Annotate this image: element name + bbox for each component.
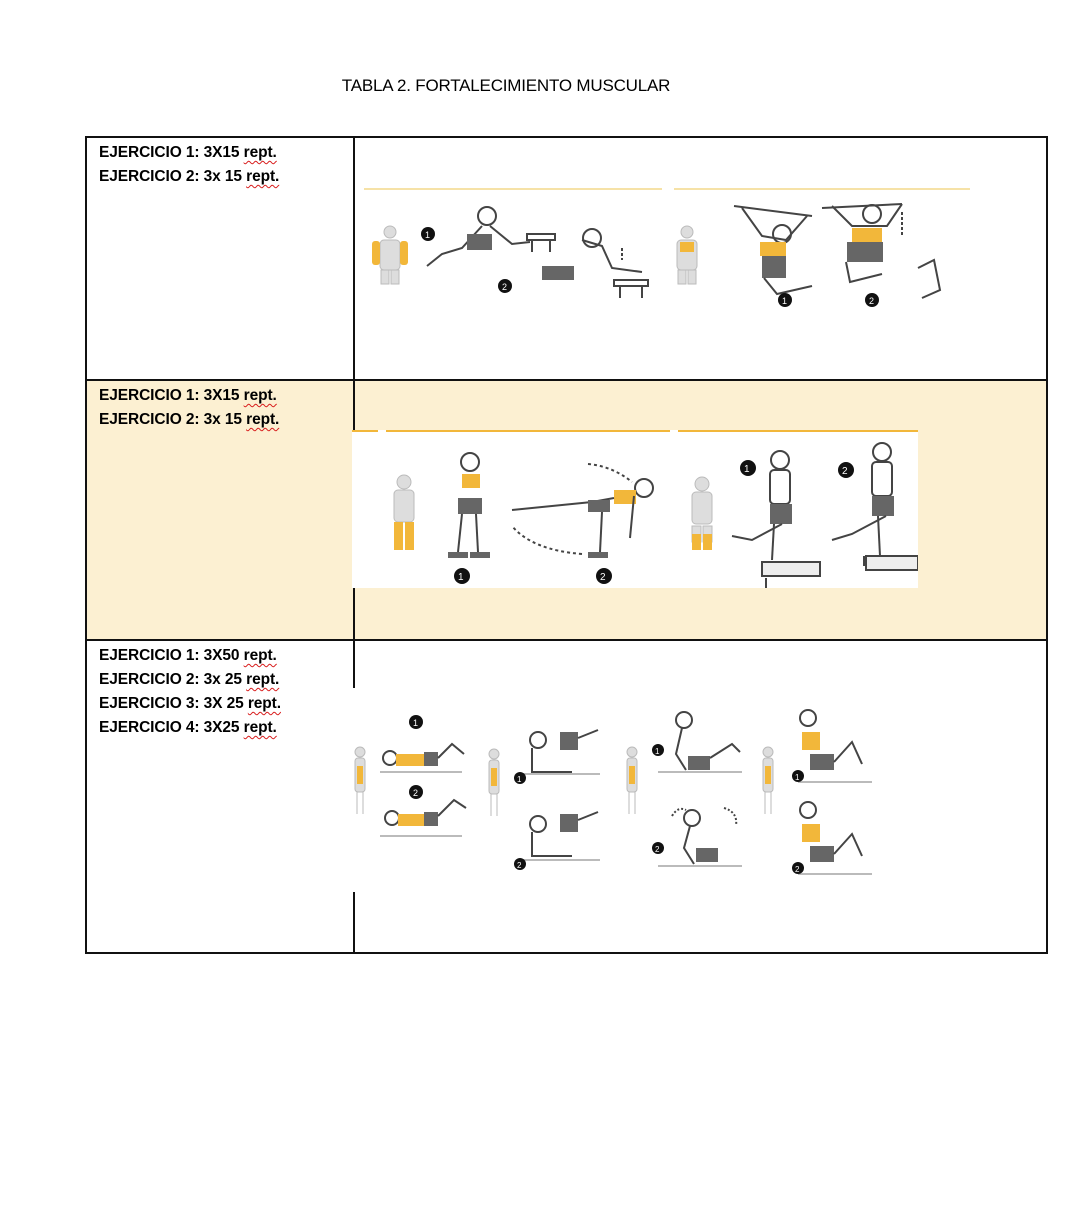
svg-text:1: 1 xyxy=(744,464,750,475)
exercise-illustration-1: 1 2 1 2 xyxy=(362,186,972,312)
muscle-map-icon xyxy=(393,474,415,550)
reps-word: rept. xyxy=(243,387,277,404)
muscle-map-icon xyxy=(762,746,774,814)
exercise-text: EJERCICIO 1: 3X15 xyxy=(99,387,244,404)
svg-text:2: 2 xyxy=(795,865,800,874)
muscle-map-icon xyxy=(691,476,713,550)
exercise-line: EJERCICIO 2: 3x 15 rept. xyxy=(99,165,353,189)
exercise-text: EJERCICIO 1: 3X50 xyxy=(99,647,244,664)
exercise-illustration-2: 1 2 1 2 xyxy=(352,430,918,588)
exercise-text: EJERCICIO 2: 3x 15 xyxy=(99,411,247,428)
svg-text:1: 1 xyxy=(517,775,522,784)
exercise-text: EJERCICIO 1: 3X15 xyxy=(99,144,244,161)
svg-text:1: 1 xyxy=(425,230,430,240)
muscle-map-icon xyxy=(676,225,698,285)
exercise-cell: EJERCICIO 1: 3X50 rept. EJERCICIO 2: 3x … xyxy=(85,639,355,954)
exercise-text: EJERCICIO 2: 3x 25 xyxy=(99,671,247,688)
svg-text:1: 1 xyxy=(795,773,800,782)
exercise-line: EJERCICIO 3: 3X 25 rept. xyxy=(99,692,353,716)
svg-text:2: 2 xyxy=(869,296,874,306)
exercise-line: EJERCICIO 1: 3X15 rept. xyxy=(99,141,353,165)
muscle-map-icon xyxy=(488,748,500,816)
svg-text:2: 2 xyxy=(842,466,848,477)
exercise-line: EJERCICIO 1: 3X15 rept. xyxy=(99,384,353,408)
svg-text:2: 2 xyxy=(600,572,606,583)
crunch-figure xyxy=(380,742,467,837)
bicycle-crunch-figure xyxy=(522,729,600,861)
calf-raise-figure xyxy=(731,442,918,588)
reps-word: rept. xyxy=(246,671,280,688)
exercise-text: EJERCICIO 3: 3X 25 xyxy=(99,695,248,712)
reps-word: rept. xyxy=(243,144,277,161)
exercise-line: EJERCICIO 2: 3x 25 rept. xyxy=(99,668,353,692)
pull-up-figure xyxy=(733,203,942,299)
svg-text:2: 2 xyxy=(502,282,507,292)
exercise-cell: EJERCICIO 1: 3X15 rept. EJERCICIO 2: 3x … xyxy=(85,136,355,381)
reps-word: rept. xyxy=(247,695,281,712)
svg-text:1: 1 xyxy=(413,718,418,728)
muscle-map-icon xyxy=(372,225,408,285)
svg-text:2: 2 xyxy=(655,845,660,854)
exercise-cell: EJERCICIO 1: 3X15 rept. EJERCICIO 2: 3x … xyxy=(85,379,355,641)
muscle-map-icon xyxy=(354,746,366,814)
v-sit-figure xyxy=(658,711,742,867)
exercise-line: EJERCICIO 2: 3x 15 rept. xyxy=(99,408,353,432)
svg-text:2: 2 xyxy=(413,788,418,798)
exercise-illustration-3: 1 2 1 2 1 2 xyxy=(352,688,890,892)
muscle-map-icon xyxy=(626,746,638,814)
exercise-line: EJERCICIO 1: 3X50 rept. xyxy=(99,644,353,668)
exercise-line: EJERCICIO 4: 3X25 rept. xyxy=(99,716,353,740)
svg-text:1: 1 xyxy=(458,572,464,583)
table-row: EJERCICIO 1: 3X15 rept. EJERCICIO 2: 3x … xyxy=(85,379,1048,641)
exercise-text: EJERCICIO 2: 3x 15 xyxy=(99,168,247,185)
page-title: TABLA 2. FORTALECIMIENTO MUSCULAR xyxy=(341,76,671,95)
svg-text:1: 1 xyxy=(782,296,787,306)
deadlift-figure xyxy=(448,452,654,558)
svg-text:1: 1 xyxy=(655,747,660,756)
reps-word: rept. xyxy=(243,719,277,736)
reps-word: rept. xyxy=(246,411,280,428)
reverse-crunch-figure xyxy=(798,709,872,875)
reps-word: rept. xyxy=(246,168,280,185)
exercise-text: EJERCICIO 4: 3X25 xyxy=(99,719,244,736)
reps-word: rept. xyxy=(243,647,277,664)
svg-text:2: 2 xyxy=(517,861,522,870)
triceps-dip-figure xyxy=(426,206,649,298)
